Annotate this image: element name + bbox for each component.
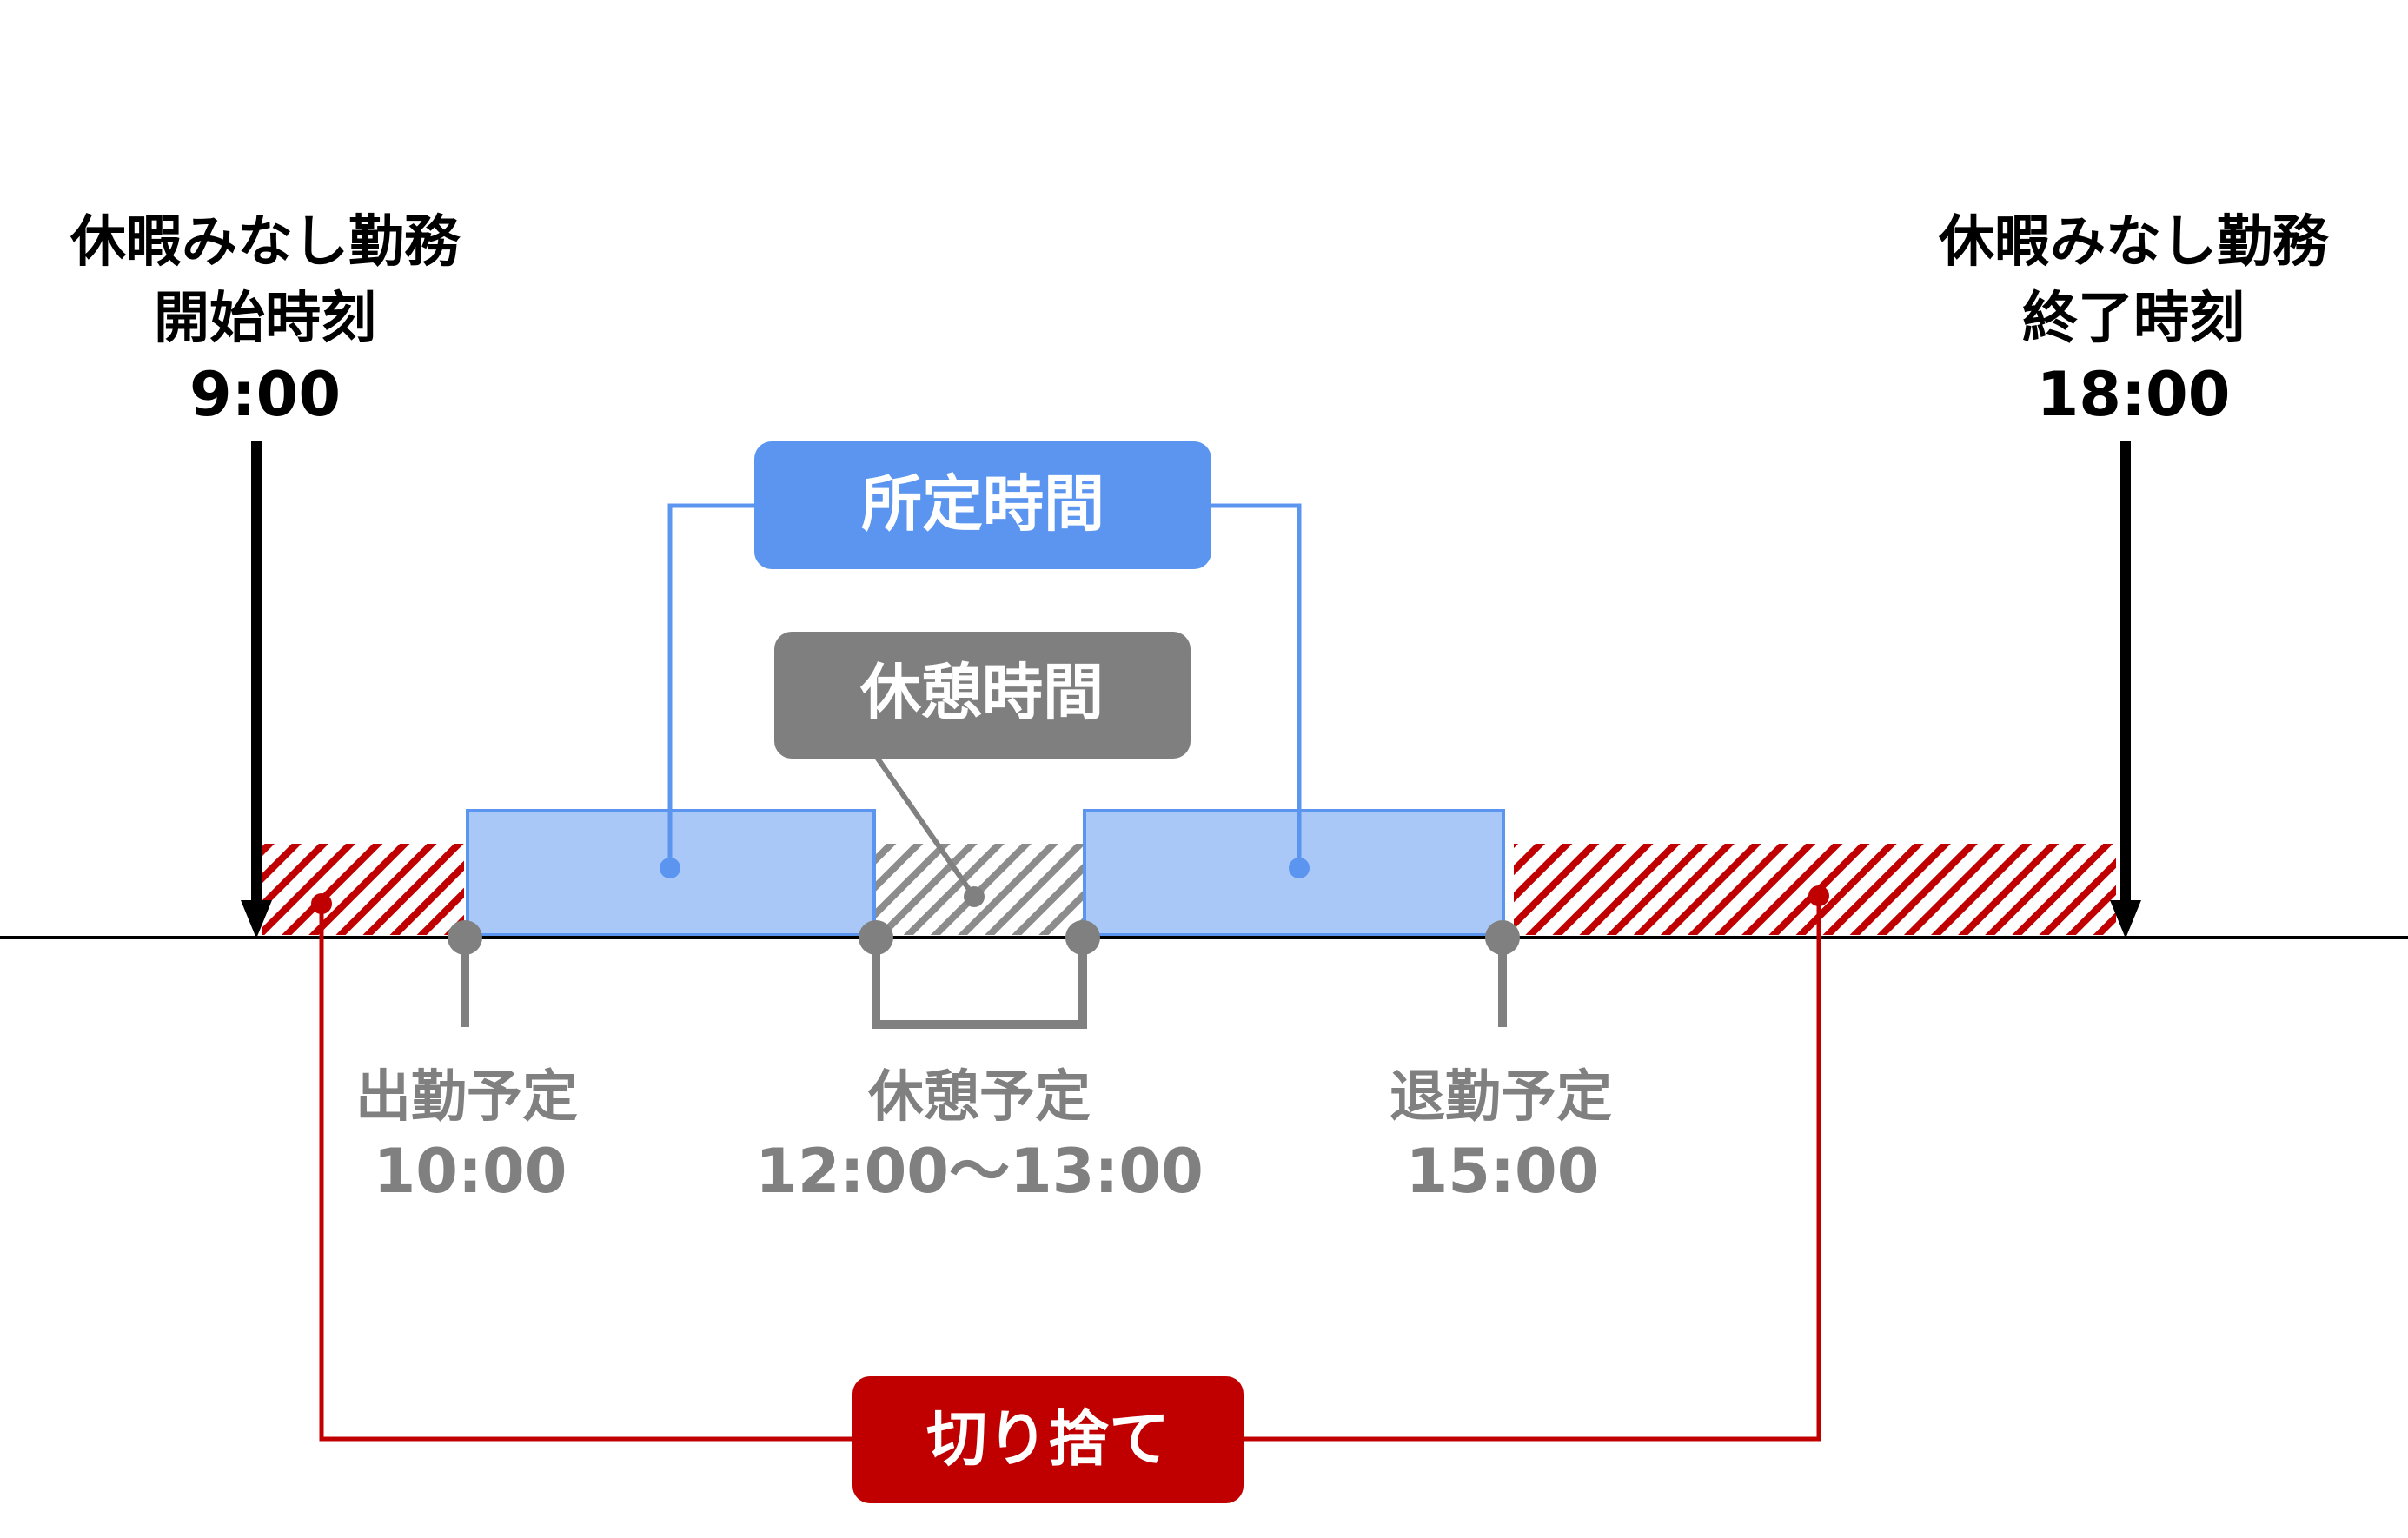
clock-in-time: 10:00 [374, 1136, 567, 1207]
truncated-dot-morning [311, 893, 332, 914]
clock-in-label: 出勤予定 [355, 1065, 578, 1130]
scheduled-dot-afternoon [1289, 858, 1310, 878]
end-marker-time: 18:00 [2037, 359, 2231, 430]
clock-out-marker [1485, 920, 1520, 955]
truncated-label: 切り捨て [926, 1403, 1170, 1475]
break-pointer-line [873, 754, 977, 898]
truncated-dot-evening [1808, 885, 1829, 906]
end-marker-subtitle: 終了時刻 [2022, 287, 2245, 351]
break-start-marker [859, 920, 893, 955]
break-plan-bracket [872, 938, 1087, 1029]
end-arrow-icon [2110, 900, 2141, 938]
start-arrow-icon [241, 900, 272, 938]
truncated-badge [852, 1376, 1244, 1503]
end-marker-title: 休暇みなし勤務 [1938, 210, 2329, 275]
truncated-segment-morning [262, 844, 464, 935]
scheduled-dot-morning [660, 858, 680, 878]
start-marker-time: 9:00 [189, 359, 341, 430]
start-marker-title: 休暇みなし勤務 [70, 210, 461, 275]
break-pointer-dot [964, 886, 985, 907]
break-end-marker [1065, 920, 1100, 955]
clock-out-label: 退勤予定 [1390, 1065, 1612, 1130]
break-time-label: 休憩時間 [859, 657, 1104, 728]
scheduled-hours-badge [754, 441, 1211, 569]
clock-out-time: 15:00 [1406, 1136, 1600, 1207]
scheduled-hours-label: 所定時間 [861, 468, 1104, 540]
clock-in-marker [448, 920, 482, 955]
start-marker-subtitle: 開始時刻 [154, 287, 376, 351]
break-plan-label: 休憩予定 [867, 1065, 1091, 1130]
break-plan-time: 12:00〜13:00 [755, 1136, 1204, 1207]
break-time-badge [774, 632, 1191, 759]
